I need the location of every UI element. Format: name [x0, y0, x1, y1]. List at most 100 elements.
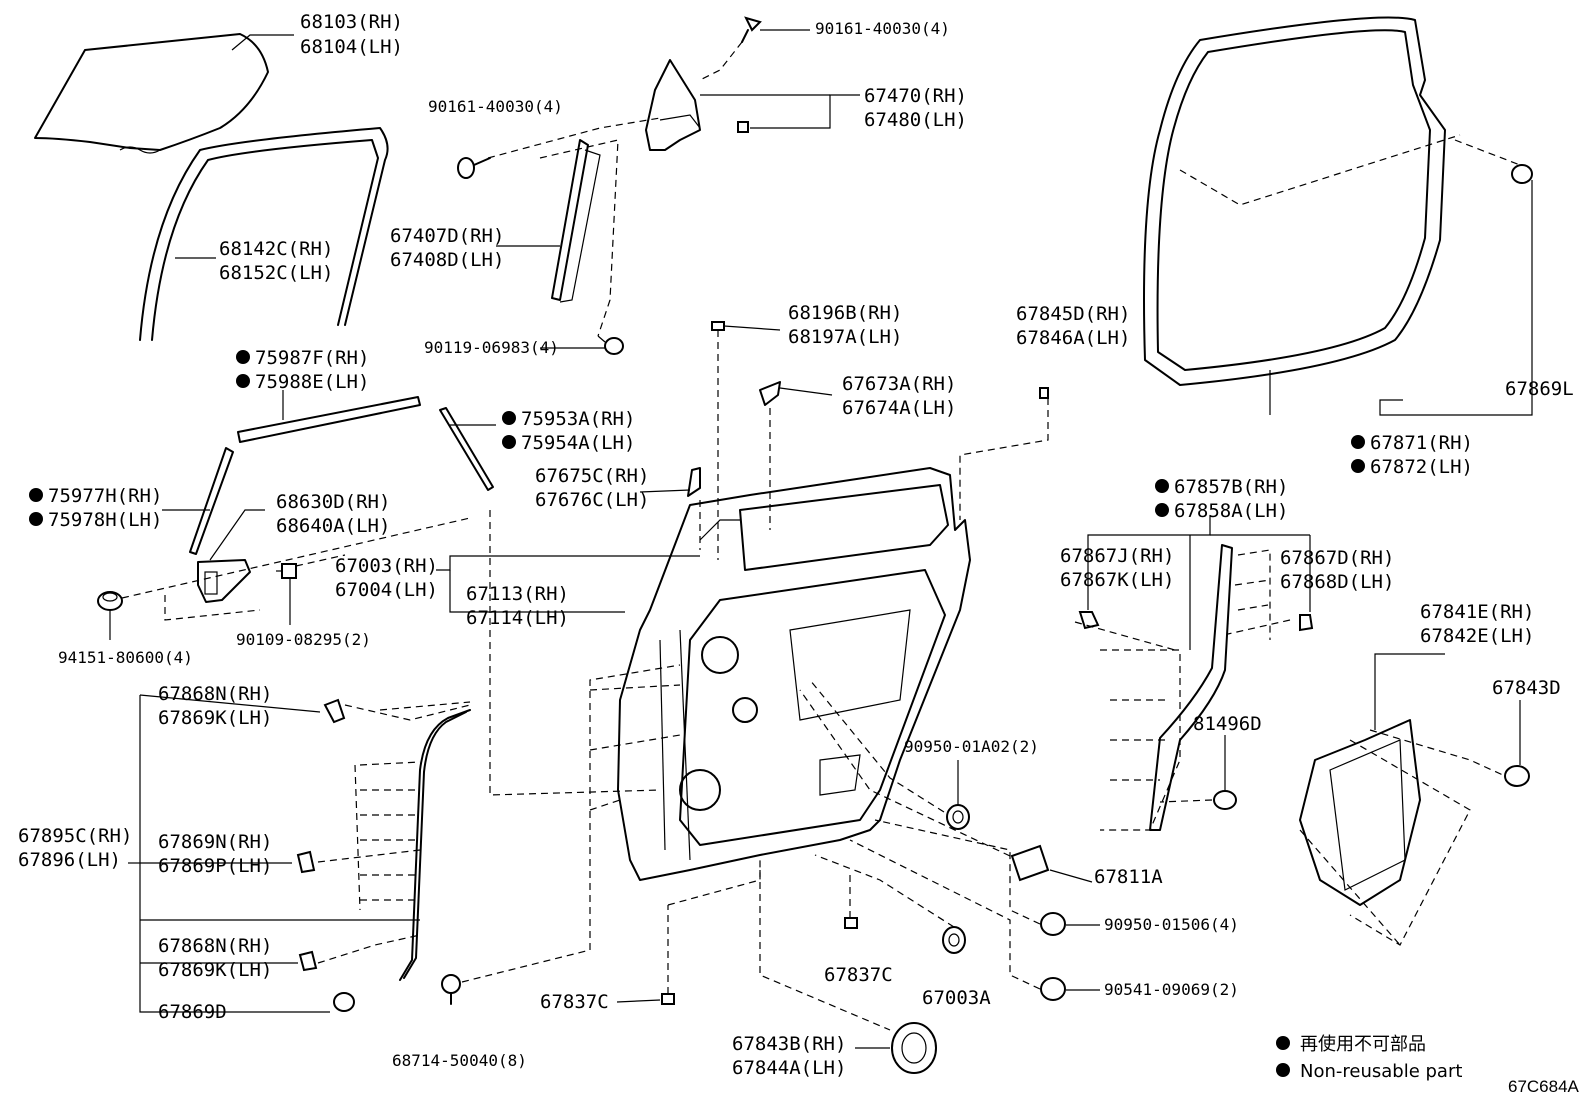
- label-67480: 67480(LH): [864, 109, 967, 131]
- cable-clip-top-drawing: [323, 698, 346, 724]
- label-67869k-lower: 67869K(LH): [158, 959, 272, 981]
- label-90541: 90541-09069(2): [1104, 980, 1239, 999]
- label-67841e: 67841E(RH): [1420, 601, 1534, 623]
- legend-japanese-text: 再使用不可部品: [1300, 1034, 1426, 1055]
- label-67673a: 67673A(RH): [842, 373, 956, 395]
- lower-bracket-drawing: [197, 559, 251, 603]
- label-68197a: 68197A(LH): [788, 326, 902, 348]
- clip-67843d-drawing: [1504, 765, 1530, 787]
- label-67844a: 67844A(LH): [732, 1057, 846, 1079]
- legend-dot-japanese: [1276, 1036, 1290, 1050]
- clip-67867j-drawing: [1078, 611, 1100, 630]
- label-75978h: 75978H(LH): [48, 509, 162, 531]
- label-67867j: 67867J(RH): [1060, 545, 1174, 567]
- label-67867k: 67867K(LH): [1060, 569, 1174, 591]
- service-hole-cover-drawing: [1299, 719, 1421, 906]
- label-67869d: 67869D: [158, 1001, 227, 1023]
- grommet-90950-01a02-drawing: [946, 804, 970, 830]
- label-75977h: 75977H(RH): [48, 485, 162, 507]
- bolt-90109-drawing: [276, 563, 297, 579]
- non-reusable-dot-75988e: [236, 374, 250, 388]
- label-90119: 90119-06983(4): [424, 338, 559, 357]
- screw-90119-drawing: [597, 335, 624, 355]
- non-reusable-markers: [29, 350, 1365, 1077]
- label-67896: 67896(LH): [18, 849, 121, 871]
- label-81496d: 81496D: [1193, 713, 1262, 735]
- label-68152c: 68152C(LH): [219, 262, 333, 284]
- label-67858a: 67858A(LH): [1174, 500, 1288, 522]
- label-67004: 67004(LH): [335, 579, 438, 601]
- label-68196b: 68196B(RH): [788, 302, 902, 324]
- label-67113: 67113(RH): [466, 583, 569, 605]
- label-67837c-center: 67837C: [824, 964, 893, 986]
- cable-67895c-drawing: [399, 709, 471, 981]
- label-68142c: 68142C(RH): [219, 238, 333, 260]
- grommet-67869d-drawing: [333, 992, 355, 1012]
- cable-clip-middle-drawing: [296, 850, 316, 874]
- label-67003a: 67003A: [922, 987, 991, 1009]
- label-67676c: 67676C(LH): [535, 489, 649, 511]
- label-75988e: 75988E(LH): [255, 371, 369, 393]
- label-67003: 67003(RH): [335, 555, 438, 577]
- label-67674a: 67674A(LH): [842, 397, 956, 419]
- label-67869k-top: 67869K(LH): [158, 707, 272, 729]
- leader-lines: [109, 29, 1533, 1049]
- label-67868d: 67868D(LH): [1280, 571, 1394, 593]
- clip-67837c-lower-drawing: [661, 993, 675, 1005]
- non-reusable-dot-75953a: [502, 411, 516, 425]
- label-90950-01a02: 90950-01A02(2): [904, 737, 1039, 756]
- dashed-assembly-lines: [121, 41, 1521, 1031]
- nut-90950-01506-drawing: [1040, 912, 1066, 936]
- glass-run-channel-drawing: [139, 127, 389, 341]
- cover-67843b-drawing: [891, 1022, 937, 1074]
- label-68714: 68714-50040(8): [392, 1051, 527, 1070]
- nut-90541-drawing: [1040, 977, 1066, 1001]
- label-67895c: 67895C(RH): [18, 825, 132, 847]
- clip-67869l-drawing: [1511, 164, 1533, 184]
- part-number-labels: 68103(RH) 68104(LH) 90161-40030(4) 90161…: [18, 11, 1574, 1079]
- label-94151: 94151-80600(4): [58, 648, 193, 667]
- screw-90161-top-drawing: [741, 16, 762, 43]
- plug-67003a-drawing: [942, 926, 966, 954]
- corner-garnish-drawing: [645, 59, 749, 151]
- label-67868n-lower: 67868N(RH): [158, 935, 272, 957]
- label-75987f: 75987F(RH): [255, 347, 369, 369]
- belt-weatherstrip-drawing: [237, 396, 421, 443]
- clip-67837c-center-drawing: [844, 917, 858, 929]
- label-90109: 90109-08295(2): [236, 630, 371, 649]
- bracket-67673a-drawing: [759, 381, 781, 406]
- label-68103: 68103(RH): [300, 11, 403, 33]
- label-67675c: 67675C(RH): [535, 465, 649, 487]
- label-75953a: 75953A(RH): [521, 408, 635, 430]
- non-reusable-dot-67872: [1351, 459, 1365, 473]
- clip-67845d-drawing: [1039, 387, 1049, 399]
- cover-67675c-drawing: [687, 467, 701, 497]
- label-67837c-lower: 67837C: [540, 991, 609, 1013]
- label-68630d: 68630D(RH): [276, 491, 390, 513]
- legend-english-text: Non-reusable part: [1300, 1061, 1462, 1082]
- frame-moulding-drawing: [439, 407, 494, 491]
- non-reusable-dot-67858a: [1155, 503, 1169, 517]
- label-67845d: 67845D(RH): [1016, 303, 1130, 325]
- label-67869n: 67869N(RH): [158, 831, 272, 853]
- non-reusable-dot-75977h: [29, 488, 43, 502]
- label-67871: 67871(RH): [1370, 432, 1473, 454]
- clip-67867d-drawing: [1299, 614, 1314, 632]
- label-67470: 67470(RH): [864, 85, 967, 107]
- clip-81496d-drawing: [1213, 790, 1237, 810]
- non-reusable-dot-75978h: [29, 512, 43, 526]
- non-reusable-dot-75954a: [502, 435, 516, 449]
- label-67869p: 67869P(LH): [158, 855, 272, 877]
- door-panel-drawing: [617, 467, 971, 881]
- label-67114: 67114(LH): [466, 607, 569, 629]
- clip-68196b-drawing: [711, 321, 725, 331]
- clip-68714-drawing: [441, 974, 461, 1005]
- label-67857b: 67857B(RH): [1174, 476, 1288, 498]
- screw-90161-left-drawing: [457, 157, 491, 179]
- rear-sash-drawing: [551, 139, 601, 303]
- label-67843b: 67843B(RH): [732, 1033, 846, 1055]
- legend: 再使用不可部品 Non-reusable part: [1300, 1034, 1462, 1082]
- label-68104: 68104(LH): [300, 36, 403, 58]
- label-67407d: 67407D(RH): [390, 225, 504, 247]
